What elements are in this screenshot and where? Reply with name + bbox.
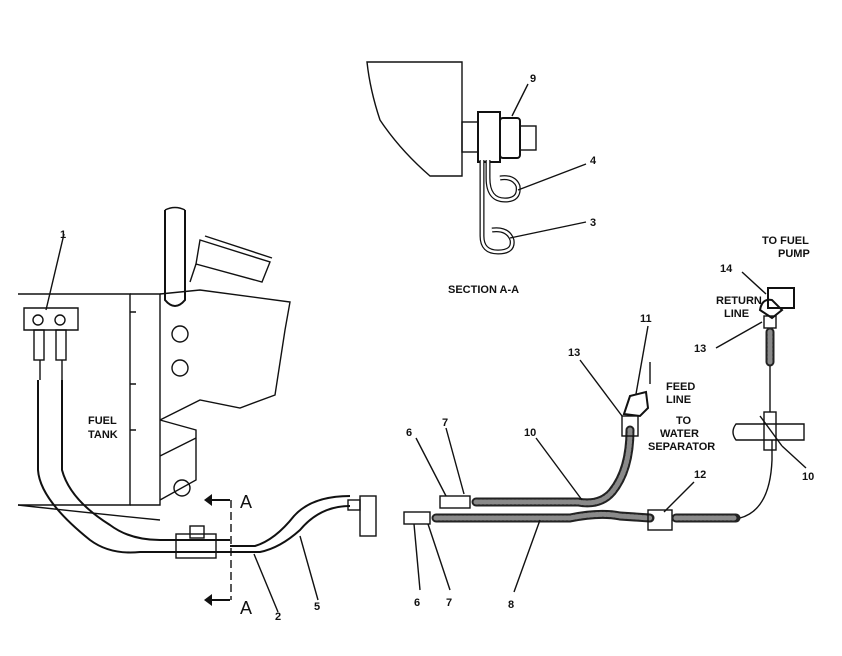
callout-13-right: 13: [694, 343, 706, 355]
callout-1: 1: [60, 229, 66, 241]
section-marker-bottom: A: [240, 598, 252, 618]
return-line-assembly: [715, 271, 807, 469]
callout-7-top: 7: [442, 417, 448, 429]
callout-8: 8: [508, 599, 514, 611]
water-separator-label-line3: SEPARATOR: [648, 441, 715, 453]
callout-7-bottom: 7: [446, 597, 452, 609]
section-marker-top: A: [240, 492, 252, 512]
callout-6-top: 6: [406, 427, 412, 439]
fuel-pump-label-line2: PUMP: [778, 248, 810, 260]
callout-3: 3: [590, 217, 596, 229]
hose-leaders: [413, 325, 695, 593]
section-title: SECTION A-A: [448, 284, 519, 296]
callout-6-bottom: 6: [414, 597, 420, 609]
section-a-a-detail: [366, 61, 587, 255]
callout-14: 14: [720, 263, 733, 275]
feed-line-label-line2: LINE: [666, 394, 691, 406]
callout-10-left: 10: [524, 427, 536, 439]
main-hoses: [347, 362, 773, 537]
fuel-tank: [17, 206, 291, 521]
callout-10-right: 10: [802, 471, 814, 483]
fuel-tank-label-line2: TANK: [88, 429, 118, 441]
return-line-label-line2: LINE: [724, 308, 749, 320]
water-separator-label-line1: TO: [676, 415, 692, 427]
return-line-label-line1: RETURN: [716, 295, 762, 307]
section-cut-line: [204, 494, 232, 606]
callout-2: 2: [275, 611, 281, 623]
water-separator-label-line2: WATER: [660, 428, 699, 440]
callout-12: 12: [694, 469, 706, 481]
tank-fittings: [32, 233, 67, 380]
callout-9: 9: [530, 73, 536, 85]
callout-13-left: 13: [568, 347, 580, 359]
fuel-lines-2-5: [37, 380, 351, 613]
callout-4: 4: [590, 155, 597, 167]
fuel-pump-label-line1: TO FUEL: [762, 235, 809, 247]
callout-11: 11: [640, 313, 652, 325]
callout-5: 5: [314, 601, 320, 613]
feed-line-label-line1: FEED: [666, 381, 695, 393]
fuel-tank-label-line1: FUEL: [88, 415, 117, 427]
